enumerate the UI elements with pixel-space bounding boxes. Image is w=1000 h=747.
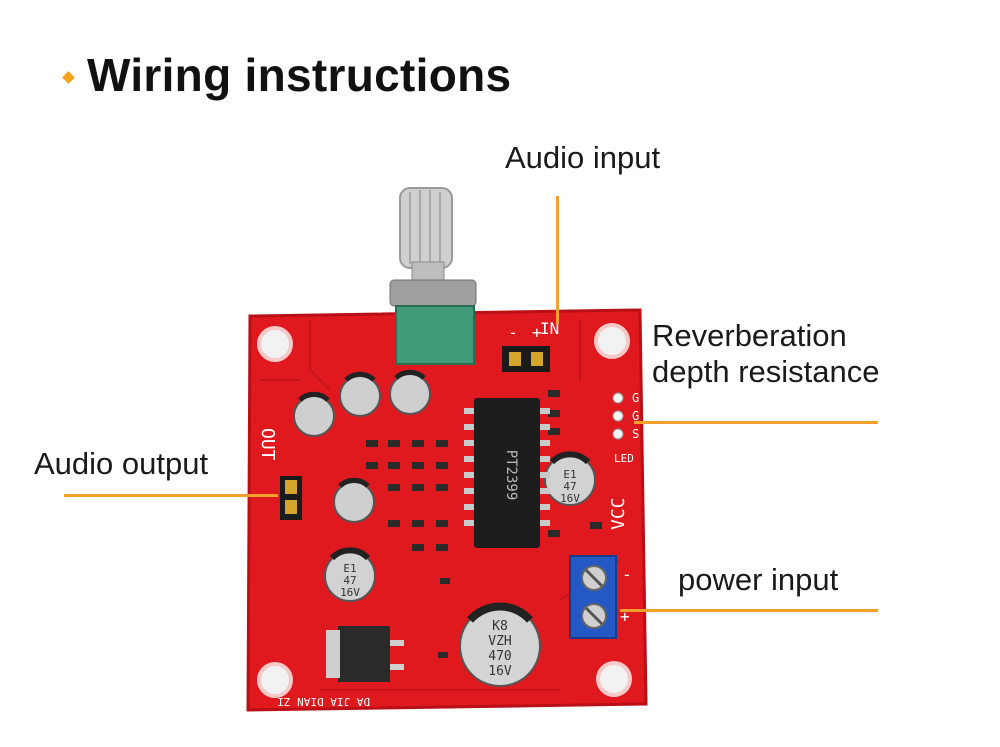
reverb-label-line1: Reverberation — [652, 318, 847, 353]
section-heading: Wiring instructions — [62, 48, 512, 102]
reverb-pins — [612, 392, 624, 440]
svg-text:-: - — [508, 323, 518, 342]
audio-input-label: Audio input — [505, 140, 661, 175]
svg-text:G: G — [632, 391, 639, 405]
small-capacitors — [293, 369, 431, 523]
pt2399-chip: PT2399 — [464, 398, 550, 548]
reverb-depth-label: Reverberation depth resistance — [652, 318, 879, 389]
reverb-label-line2: depth resistance — [652, 353, 880, 389]
svg-text:16V: 16V — [488, 664, 512, 679]
silk-maker-label: DA JIA DIAN ZI — [277, 695, 370, 708]
svg-text:PT2399: PT2399 — [503, 450, 519, 501]
svg-text:47: 47 — [343, 574, 356, 587]
svg-text:-: - — [622, 565, 632, 584]
svg-text:47: 47 — [563, 480, 576, 493]
svg-text:LED: LED — [614, 452, 634, 465]
svg-text:+: + — [620, 607, 630, 626]
svg-text:K8: K8 — [492, 619, 508, 634]
potentiometer — [389, 187, 477, 365]
svg-text:E1: E1 — [563, 468, 576, 481]
svg-text:+: + — [532, 323, 542, 342]
audio-input-header — [502, 346, 550, 372]
smd-components — [366, 390, 602, 658]
capacitor-470uf: K8 VZH 470 16V — [459, 602, 541, 687]
svg-text:S: S — [632, 427, 639, 441]
voltage-regulator — [326, 626, 404, 682]
power-input-callout-line — [620, 609, 878, 612]
capacitor-47uf-left: E1 47 16V — [324, 547, 376, 602]
silk-vcc-label: VCC — [608, 497, 629, 530]
svg-text:16V: 16V — [340, 586, 360, 599]
svg-text:470: 470 — [488, 649, 511, 664]
audio-output-callout-line — [64, 494, 278, 497]
audio-output-label: Audio output — [34, 446, 209, 481]
svg-text:VZH: VZH — [488, 634, 511, 649]
reverb-callout-line — [634, 421, 878, 424]
audio-input-callout-line — [556, 196, 559, 324]
page-title: Wiring instructions — [87, 49, 512, 101]
svg-text:G: G — [632, 409, 639, 423]
silk-in-label: IN — [540, 319, 559, 338]
svg-text:E1: E1 — [343, 562, 356, 575]
audio-output-header — [280, 476, 302, 520]
power-input-label: power input — [678, 562, 839, 597]
capacitor-47uf-right: E1 47 16V — [544, 451, 596, 506]
pcb-body — [248, 310, 646, 710]
power-screw-terminal — [569, 555, 617, 639]
mounting-holes — [257, 323, 632, 698]
silk-out-label: OUT — [257, 428, 278, 461]
svg-text:16V: 16V — [560, 492, 580, 505]
